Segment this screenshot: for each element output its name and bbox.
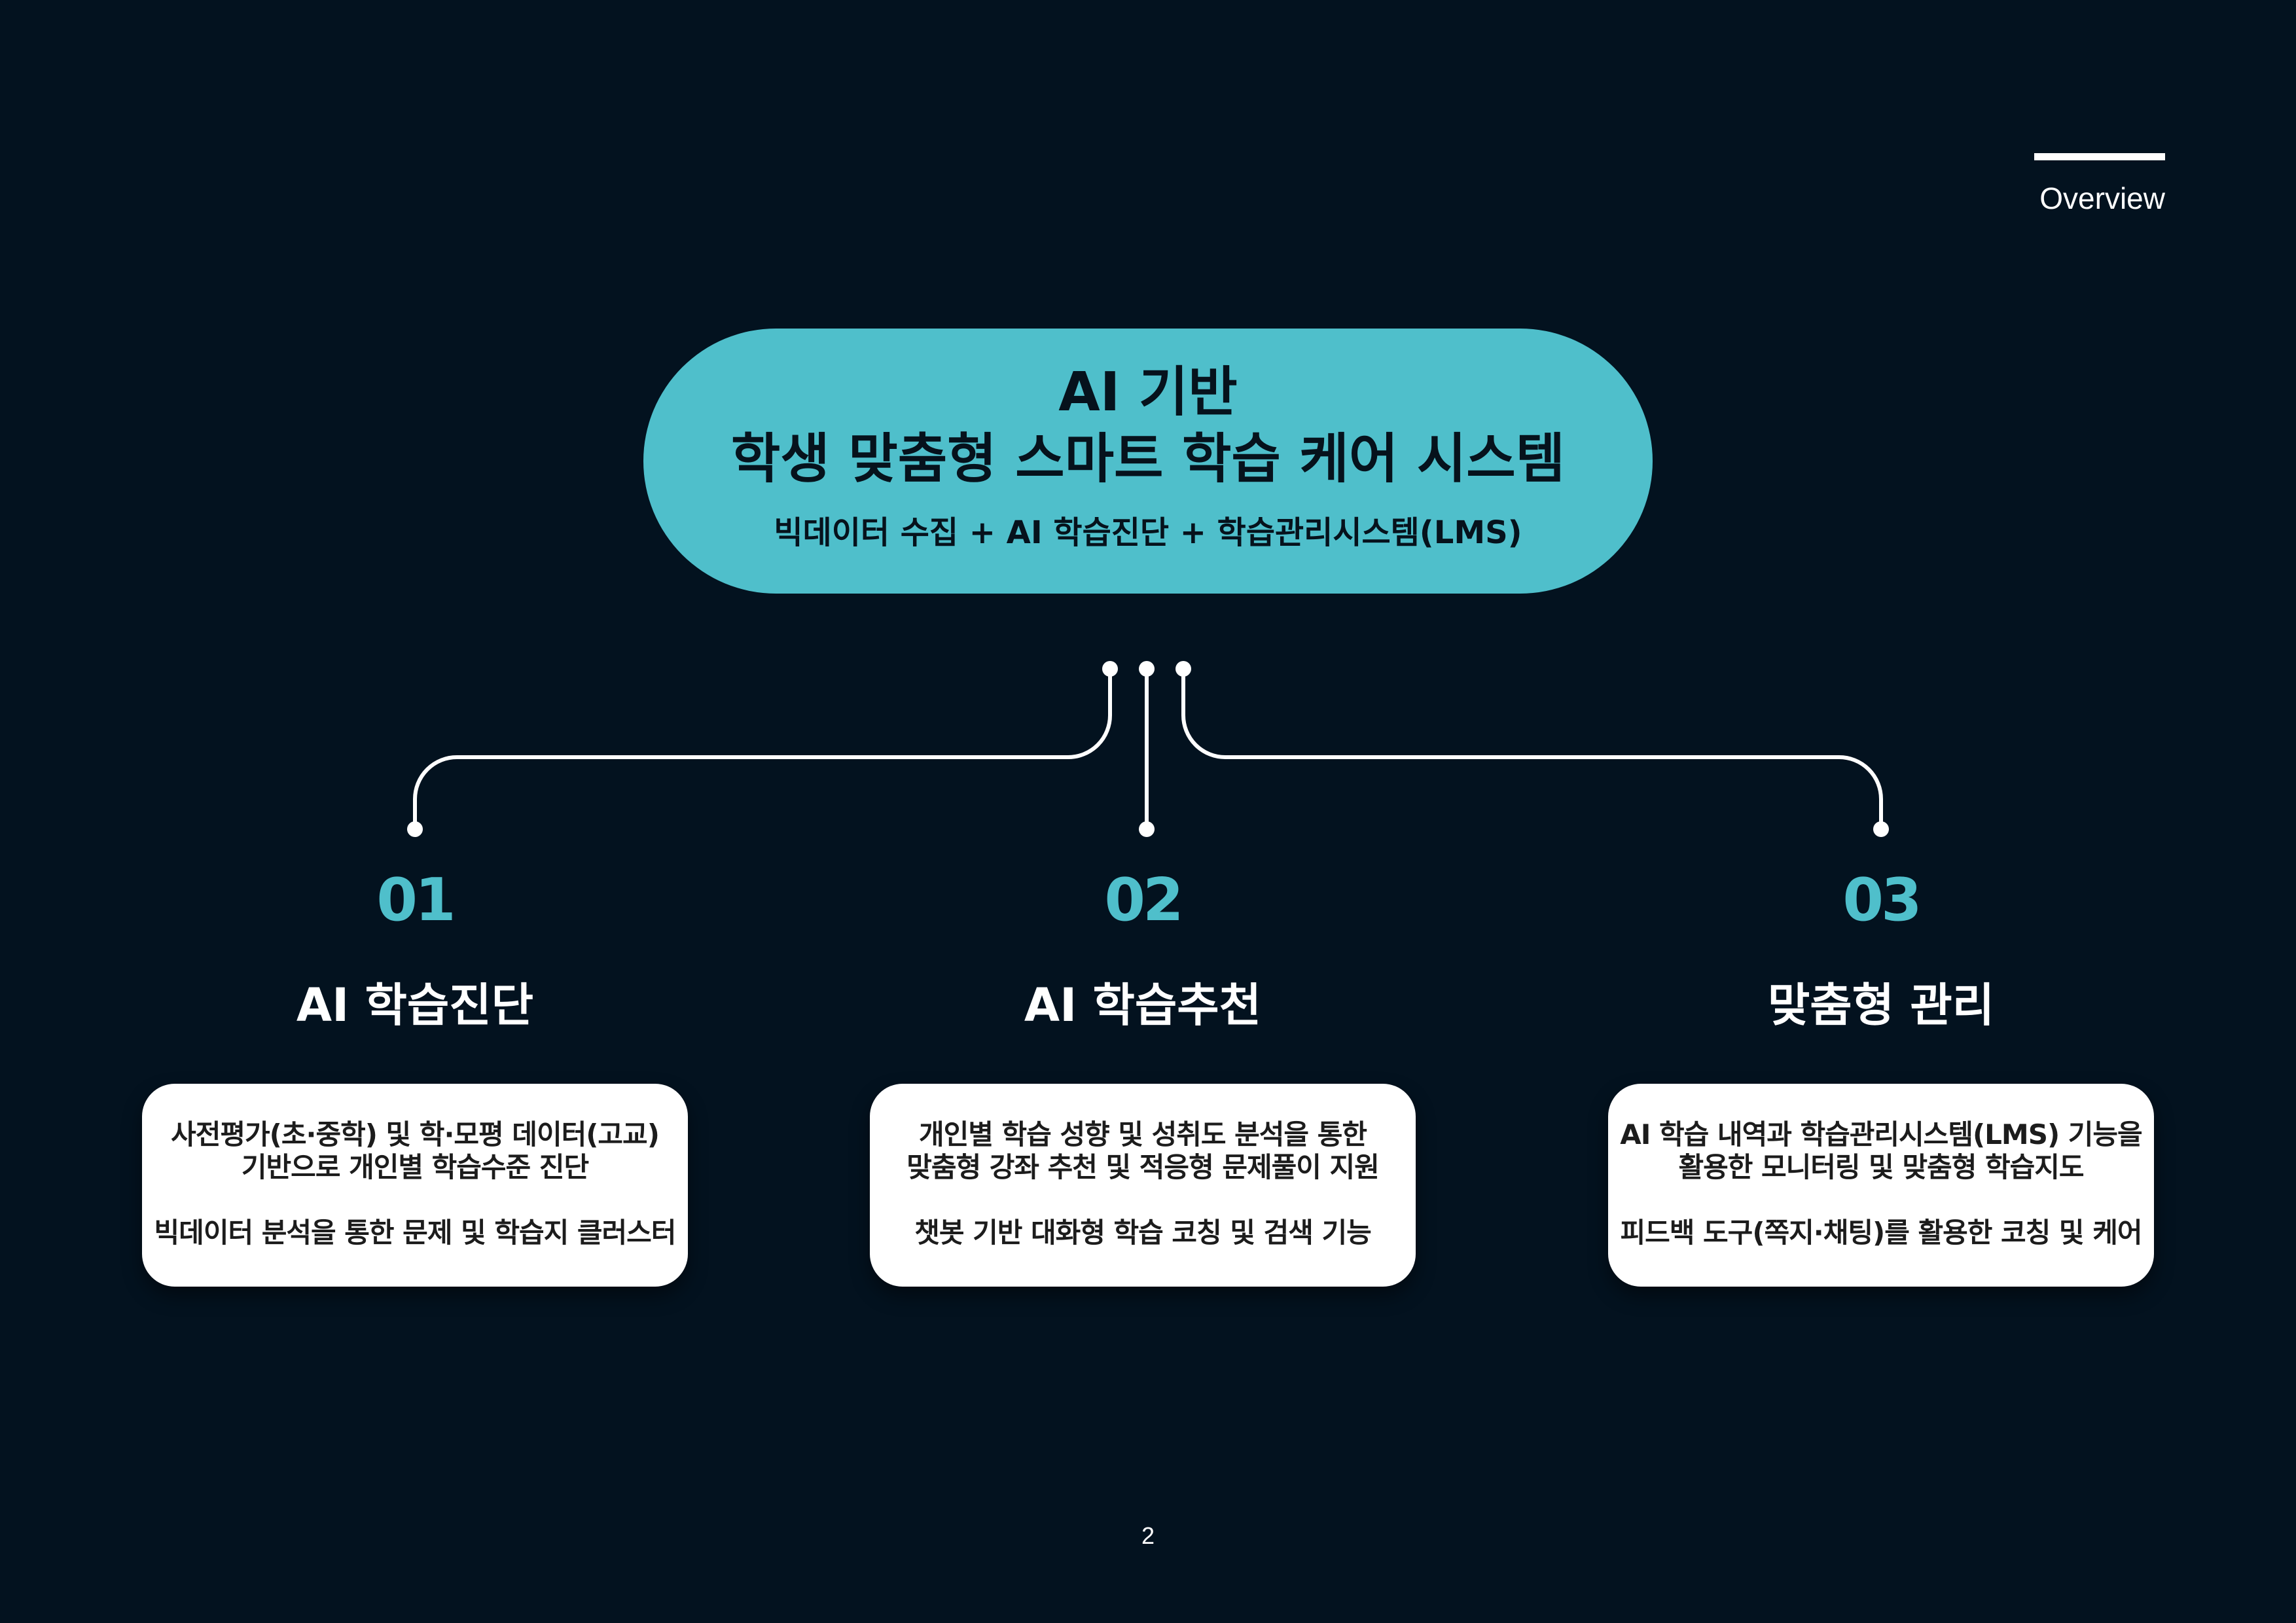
connector-dot-bottom-left <box>407 821 423 837</box>
description-card: 사전평가(초·중학) 및 학·모평 데이터(고교) 기반으로 개인별 학습수준 … <box>142 1084 688 1287</box>
column-number: 01 <box>376 866 456 935</box>
column-title: AI 학습추천 <box>1024 978 1262 1032</box>
hero-subtitle: 빅데이터 수집 + AI 학습진단 + 학습관리시스템(LMS) <box>774 514 1522 551</box>
card-line: 기반으로 개인별 학습수준 진단 <box>241 1151 589 1183</box>
card-line: 맞춤형 강좌 추천 및 적응형 문제풀이 지원 <box>906 1151 1380 1183</box>
connector-left <box>413 669 1112 829</box>
hero-pill: AI 기반 학생 맞춤형 스마트 학습 케어 시스템 빅데이터 수집 + AI … <box>643 329 1653 594</box>
hero-title-line1: AI 기반 <box>1058 361 1238 423</box>
page-number: 2 <box>1141 1522 1155 1549</box>
card-line: 빅데이터 분석을 통한 문제 및 학습지 클러스터 <box>154 1217 677 1249</box>
column-title: 맞춤형 관리 <box>1767 978 1995 1032</box>
description-card: 개인별 학습 성향 및 성취도 분석을 통한 맞춤형 강좌 추천 및 적응형 문… <box>870 1084 1416 1287</box>
connector-dot-top-right <box>1175 661 1191 677</box>
card-line: 사전평가(초·중학) 및 학·모평 데이터(고교) <box>171 1118 660 1150</box>
card-line: 피드백 도구(쪽지·채팅)를 활용한 코칭 및 케어 <box>1620 1217 2143 1249</box>
card-line: AI 학습 내역과 학습관리시스템(LMS) 기능을 <box>1620 1118 2142 1150</box>
overview-bar <box>2034 153 2165 160</box>
column-number: 02 <box>1104 866 1183 935</box>
connector-right <box>1181 669 1883 829</box>
card-line: 챗봇 기반 대화형 학습 코칭 및 검색 기능 <box>914 1217 1372 1249</box>
connector-dot-top-center <box>1139 661 1155 677</box>
column-title: AI 학습진단 <box>296 978 534 1032</box>
connector-dot-bottom-right <box>1873 821 1889 837</box>
connector-dot-bottom-center <box>1139 821 1155 837</box>
hero-title-line2: 학생 맞춤형 스마트 학습 케어 시스템 <box>730 428 1566 490</box>
section-label: Overview <box>2039 181 2165 215</box>
description-card: AI 학습 내역과 학습관리시스템(LMS) 기능을 활용한 모니터링 및 맞춤… <box>1608 1084 2154 1287</box>
connector-dot-top-left <box>1102 661 1118 677</box>
card-line: 활용한 모니터링 및 맞춤형 학습지도 <box>1678 1151 2084 1183</box>
column-number: 03 <box>1842 866 1922 935</box>
card-line: 개인별 학습 성향 및 성취도 분석을 통한 <box>919 1118 1367 1150</box>
